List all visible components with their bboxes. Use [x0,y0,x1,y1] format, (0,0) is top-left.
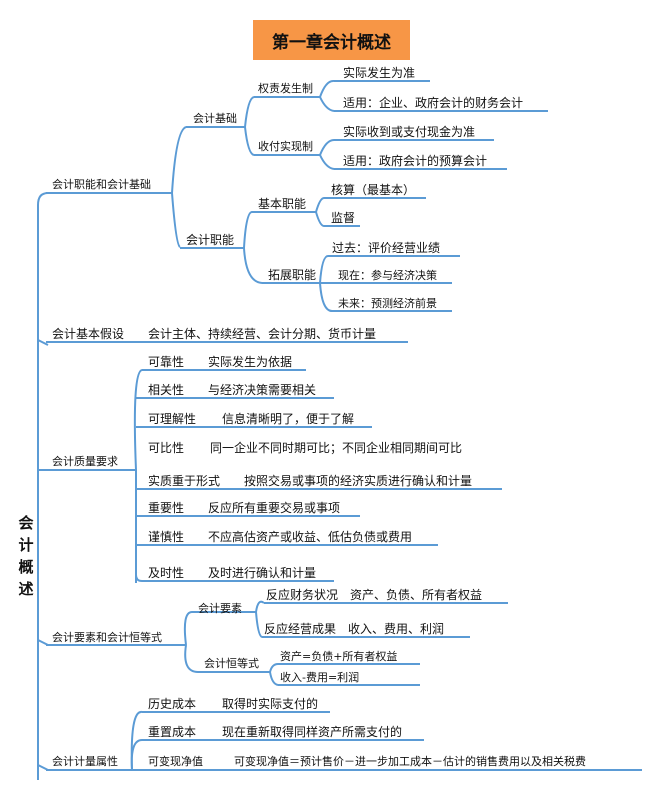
quality-name: 及时性 [148,566,185,580]
section-assumptions: 会计基本假设 [52,327,125,341]
node-accounting-functions: 会计职能 [186,233,235,247]
measure-name: 重置成本 [148,725,197,739]
quality-name: 相关性 [148,383,185,397]
node-accrual-basis: 权责发生制 [258,82,313,95]
leaf-accrual-rule: 实际发生为准 [343,66,416,80]
measure-name: 历史成本 [148,697,197,711]
chapter-title: 第一章会计概述 [253,20,410,60]
measure-desc: 现在重新取得同样资产所需支付的 [222,725,403,739]
quality-name: 重要性 [148,501,185,515]
section-quality: 会计质量要求 [52,455,118,468]
quality-desc: 与经济决策需要相关 [208,383,317,397]
section-elements-equation: 会计要素和会计恒等式 [52,631,162,644]
leaf-accrual-scope: 适用：企业、政府会计的财务会计 [343,96,524,110]
leaf-past: 过去：评价经营业绩 [332,241,441,255]
quality-desc: 实际发生为依据 [208,355,293,369]
quality-name: 谨慎性 [148,530,185,544]
leaf-cash-rule: 实际收到或支付现金为准 [343,125,476,139]
quality-name: 实质重于形式 [148,474,221,488]
section-measurement: 会计计量属性 [52,755,118,768]
quality-desc: 及时进行确认和计量 [208,566,317,580]
leaf-operating-results: 反应经营成果 收入、费用、利润 [264,622,445,636]
quality-name: 可比性 [148,441,185,455]
quality-name: 可理解性 [148,412,197,426]
quality-desc: 不应高估资产或收益、低估负债或费用 [208,530,413,544]
node-accounting-basis: 会计基础 [193,112,237,125]
leaf-future: 未来：预测经济前景 [338,297,437,310]
quality-desc: 反应所有重要交易或事项 [208,501,341,515]
measure-name: 可变现净值 [148,755,203,768]
measure-desc: 取得时实际支付的 [222,697,319,711]
section-functions-basis: 会计职能和会计基础 [52,178,151,191]
leaf-supervision: 监督 [331,211,356,225]
leaf-present: 现在：参与经济决策 [338,269,437,282]
node-basic-functions: 基本职能 [258,197,307,211]
root-node: 会计概述 [18,514,34,598]
leaf-bookkeeping: 核算（最基本） [331,183,416,197]
quality-desc: 同一企业不同时期可比；不同企业相同期间可比 [210,441,463,455]
node-equation: 会计恒等式 [204,657,259,670]
quality-desc: 按照交易或事项的经济实质进行确认和计量 [244,474,473,488]
leaf-assumptions: 会计主体、持续经营、会计分期、货币计量 [148,327,377,341]
leaf-financial-position: 反应财务状况 资产、负债、所有者权益 [266,588,483,602]
leaf-equation-balance: 资产=负债+所有者权益 [280,650,398,663]
node-cash-basis: 收付实现制 [258,140,313,153]
node-elements: 会计要素 [198,602,242,615]
node-extended-functions: 拓展职能 [268,268,317,282]
quality-name: 可靠性 [148,355,185,369]
quality-desc: 信息清晰明了，便于了解 [222,412,355,426]
measure-desc: 可变现净值＝预计售价－进一步加工成本－估计的销售费用以及相关税费 [234,755,586,768]
leaf-equation-profit: 收入-费用=利润 [280,671,360,684]
leaf-cash-scope: 适用：政府会计的预算会计 [343,154,488,168]
